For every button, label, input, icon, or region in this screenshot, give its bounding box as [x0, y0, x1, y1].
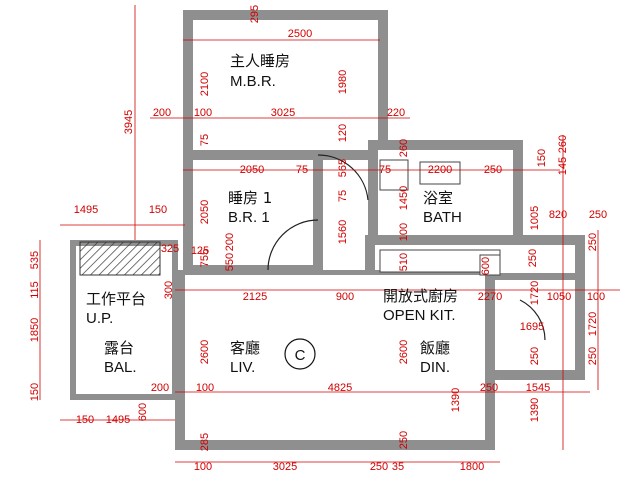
dim-150-b: 150 — [76, 414, 94, 426]
dim-100-v-a: 100 — [398, 223, 410, 241]
dim-200-b: 200 — [151, 382, 169, 394]
din-label-en: DIN. — [420, 359, 450, 376]
up-label-en: U.P. — [86, 310, 113, 327]
dim-1800: 1800 — [460, 461, 484, 473]
dim-3945: 3945 — [123, 110, 135, 134]
dim-2050-v: 2050 — [199, 200, 211, 224]
dim-75-v-b: 75 — [337, 190, 349, 202]
dim-1850: 1850 — [29, 318, 41, 342]
dim-1390-a: 1390 — [450, 388, 462, 412]
dim-250-b: 250 — [589, 209, 607, 221]
kit-label-zh: 開放式廚房 — [383, 287, 458, 305]
section-marker-label: C — [295, 347, 306, 364]
section-marker: C — [284, 338, 316, 370]
br1-label-zh: 睡房 1 — [228, 189, 272, 207]
dim-1980: 1980 — [337, 70, 349, 94]
dim-150-a: 150 — [149, 204, 167, 216]
dim-75-a: 75 — [296, 164, 308, 176]
dim-2600-b: 2600 — [398, 340, 410, 364]
dim-220: 220 — [387, 107, 405, 119]
room-labels: 主人睡房 M.B.R. 睡房 1 B.R. 1 浴室 BATH 開放式廚房 OP… — [86, 52, 462, 376]
dim-75-v-a: 75 — [199, 134, 211, 146]
dim-200-a: 200 — [153, 107, 171, 119]
dim-1005: 1005 — [529, 206, 541, 230]
up-label-zh: 工作平台 — [86, 290, 146, 308]
dim-295: 295 — [249, 5, 261, 23]
dim-100-c: 100 — [196, 382, 214, 394]
kit-label-en: OPEN KIT. — [383, 307, 456, 324]
dim-75-b: 75 — [379, 164, 391, 176]
dim-1720-a: 1720 — [529, 281, 541, 305]
dim-120: 120 — [337, 124, 349, 142]
dim-250-v-a: 250 — [527, 249, 539, 267]
mbr-label-zh: 主人睡房 — [230, 52, 290, 70]
vertical-dimensions: 3945 2100 1980 120 75 260 565 2050 75 14… — [29, 70, 599, 451]
dim-150-v-a: 150 — [536, 149, 548, 167]
dim-4825: 4825 — [328, 382, 352, 394]
dim-1050: 1050 — [547, 291, 571, 303]
dim-2125: 2125 — [243, 291, 267, 303]
bath-label-zh: 浴室 — [423, 189, 453, 207]
dim-1545: 1545 — [526, 382, 550, 394]
dim-325: 325 — [161, 243, 179, 255]
dim-250-d: 250 — [370, 461, 388, 473]
dim-250-v-b: 250 — [587, 233, 599, 251]
dim-1695: 1695 — [520, 321, 544, 333]
dim-565: 565 — [337, 159, 349, 177]
dim-1560: 1560 — [337, 220, 349, 244]
bal-label-zh: 露台 — [104, 339, 134, 357]
dim-115: 115 — [29, 281, 41, 299]
dimension-lines — [39, 5, 620, 463]
dim-550: 550 — [224, 253, 236, 271]
dim-2050: 2050 — [240, 164, 264, 176]
dim-1450: 1450 — [398, 186, 410, 210]
mbr-label-en: M.B.R. — [230, 73, 276, 90]
dim-35: 35 — [392, 461, 404, 473]
dim-200-v-a: 200 — [224, 233, 236, 251]
horizontal-dimensions: 295 2500 200 100 3025 220 2050 75 75 220… — [74, 5, 607, 473]
dim-100-a: 100 — [194, 107, 212, 119]
dim-1495-b: 1495 — [106, 414, 130, 426]
liv-label-en: LIV. — [230, 359, 255, 376]
dim-2500: 2500 — [288, 28, 312, 40]
dim-600-b: 600 — [137, 403, 149, 421]
dim-285: 285 — [199, 433, 211, 451]
dim-145: 145 — [557, 157, 569, 175]
dim-260-b: 260 — [557, 135, 569, 153]
dim-900: 900 — [336, 291, 354, 303]
dim-250-c: 250 — [480, 382, 498, 394]
dim-250-v-d: 250 — [587, 347, 599, 365]
bath-label-en: BATH — [423, 209, 462, 226]
dim-1720-b: 1720 — [587, 312, 599, 336]
dim-100-d: 100 — [194, 461, 212, 473]
dim-260: 260 — [398, 139, 410, 157]
dim-535: 535 — [29, 251, 41, 269]
dim-250-a: 250 — [484, 164, 502, 176]
dim-1390-b: 1390 — [529, 398, 541, 422]
dim-1495-a: 1495 — [74, 204, 98, 216]
dim-250-v-c: 250 — [529, 347, 541, 365]
din-label-zh: 飯廳 — [420, 339, 450, 357]
dim-3025-b: 3025 — [273, 461, 297, 473]
dim-600: 600 — [480, 257, 492, 275]
dim-820: 820 — [549, 209, 567, 221]
bal-label-en: BAL. — [104, 359, 137, 376]
dim-300: 300 — [163, 281, 175, 299]
dim-2200: 2200 — [428, 164, 452, 176]
dim-2270: 2270 — [478, 291, 502, 303]
dim-2600-a: 2600 — [199, 340, 211, 364]
dim-3025-a: 3025 — [271, 107, 295, 119]
dim-125: 125 — [191, 245, 209, 257]
br1-label-en: B.R. 1 — [228, 209, 270, 226]
dim-510: 510 — [398, 253, 410, 271]
dim-250-v-e: 250 — [398, 431, 410, 449]
dim-755: 755 — [199, 249, 211, 267]
dim-150-v-b: 150 — [29, 383, 41, 401]
dim-2100: 2100 — [199, 72, 211, 96]
dim-100-b: 100 — [587, 291, 605, 303]
liv-label-zh: 客廳 — [230, 339, 260, 357]
